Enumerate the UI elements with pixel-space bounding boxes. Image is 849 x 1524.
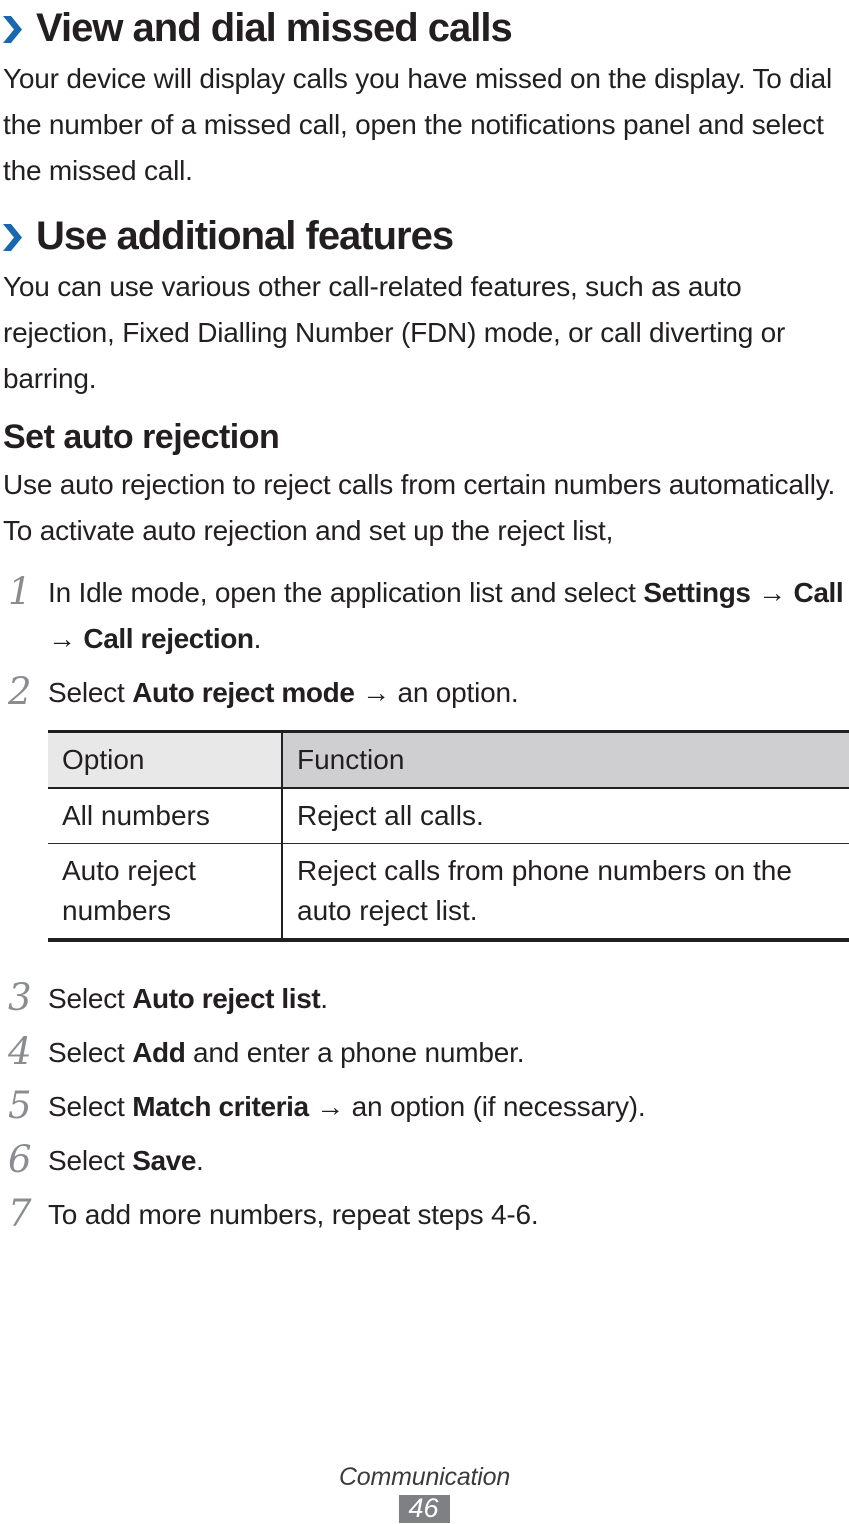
table-cell-option: Auto reject numbers: [62, 855, 196, 926]
step-text-bold-segment: Settings: [643, 577, 751, 608]
step-text-bold-segment: Call rejection: [83, 623, 254, 654]
step-6: 6 Select Save.: [3, 1138, 847, 1184]
table-header-function: Function: [281, 731, 849, 789]
step-text: In Idle mode, open the application list …: [48, 570, 847, 662]
step-text: Select Auto reject mode → an option.: [48, 670, 847, 716]
table-header-row: Option Function: [48, 731, 849, 789]
step-text-segment: → an option.: [354, 677, 519, 708]
step-text-segment: → an option (if necessary).: [308, 1091, 646, 1122]
table-cell-option: All numbers: [48, 788, 282, 844]
step-2: 2 Select Auto reject mode → an option.: [3, 670, 847, 716]
subheading-set-auto-rejection: Set auto rejection: [3, 418, 280, 456]
step-text-segment: To add more numbers, repeat steps 4-6.: [48, 1199, 539, 1230]
page-number-badge: 46: [399, 1495, 450, 1523]
options-table: Option Function All numbers Reject all c…: [48, 730, 849, 942]
step-number: 3: [8, 976, 32, 1019]
step-text-segment: Select: [48, 1037, 133, 1068]
table-cell-function: Reject all calls.: [281, 788, 849, 844]
step-5: 5 Select Match criteria → an option (if …: [3, 1084, 847, 1130]
step-text-segment: .: [253, 623, 262, 654]
chapter-title: Communication: [338, 1463, 511, 1491]
step-text-segment: .: [196, 1145, 204, 1176]
manual-page: View and dial missed calls Your device w…: [3, 4, 849, 1238]
step-number: 2: [8, 670, 32, 713]
step-text-segment: Select: [48, 1091, 133, 1122]
step-1: 1 In Idle mode, open the application lis…: [3, 570, 847, 662]
step-text-segment: and enter a phone number.: [185, 1037, 525, 1068]
step-number: 6: [8, 1138, 32, 1181]
table-cell-function: Reject calls from phone numbers on the a…: [281, 843, 849, 940]
step-number: 4: [8, 1030, 32, 1073]
step-text: Select Save.: [48, 1138, 847, 1184]
step-text-segment: Select: [48, 983, 133, 1014]
table-header-option: Option: [48, 731, 282, 789]
step-text-segment: In Idle mode, open the application list …: [48, 577, 644, 608]
step-text: To add more numbers, repeat steps 4-6.: [48, 1192, 847, 1238]
procedure-steps: 1 In Idle mode, open the application lis…: [3, 570, 849, 1238]
section-title: Use additional features: [36, 214, 454, 258]
step-text-segment: →: [750, 577, 794, 608]
section-heading-use-additional-features: Use additional features: [3, 212, 847, 260]
section-heading-view-and-dial: View and dial missed calls: [3, 4, 847, 52]
table-row-all-numbers: All numbers Reject all calls.: [48, 788, 849, 844]
step-text-bold-segment: Auto reject mode: [132, 677, 355, 708]
step-3: 3 Select Auto reject list.: [3, 976, 847, 1022]
step-text-segment: →: [48, 623, 84, 654]
subsection-body: Use auto rejection to reject calls from …: [3, 469, 836, 546]
chevron-right-icon: [3, 224, 23, 251]
step-number: 1: [8, 570, 32, 613]
step-text-segment: .: [320, 983, 328, 1014]
step-text-bold-segment: Save: [132, 1145, 196, 1176]
step-number: 5: [8, 1084, 32, 1127]
chevron-right-icon: [3, 16, 23, 43]
table-row-auto-reject-numbers: Auto reject numbers Reject calls from ph…: [48, 843, 849, 940]
step-4: 4 Select Add and enter a phone number.: [3, 1030, 847, 1076]
step-7: 7 To add more numbers, repeat steps 4-6.: [3, 1192, 847, 1238]
step-text: Select Add and enter a phone number.: [48, 1030, 847, 1076]
step-text-segment: Select: [48, 677, 133, 708]
step-text-bold-segment: Auto reject list: [132, 983, 321, 1014]
step-text-bold-segment: Call: [793, 577, 844, 608]
step-number: 7: [8, 1192, 32, 1235]
step-text-bold-segment: Add: [132, 1037, 186, 1068]
step-text: Select Auto reject list.: [48, 976, 847, 1022]
page-footer: Communication 46: [0, 1463, 849, 1523]
section-body: Your device will display calls you have …: [3, 63, 833, 186]
section-title: View and dial missed calls: [36, 6, 513, 50]
step-text-segment: Select: [48, 1145, 133, 1176]
step-text-bold-segment: Match criteria: [132, 1091, 309, 1122]
step-text: Select Match criteria → an option (if ne…: [48, 1084, 847, 1130]
section-body: You can use various other call-related f…: [3, 271, 786, 394]
